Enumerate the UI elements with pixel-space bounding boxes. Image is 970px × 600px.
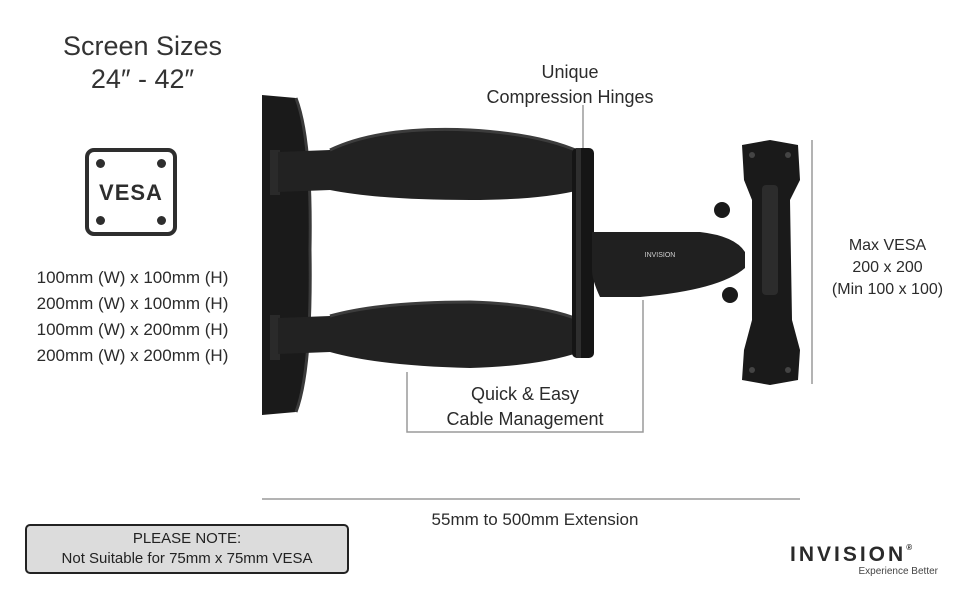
max-vesa-line2: 200 x 200 bbox=[852, 259, 923, 276]
callout-lines bbox=[262, 105, 813, 500]
vesa-hole-dot bbox=[157, 216, 166, 225]
vesa-hole-dot bbox=[96, 216, 105, 225]
note-heading: PLEASE NOTE: bbox=[132, 530, 242, 547]
tilt-knob bbox=[714, 202, 738, 303]
vesa-pattern-item: 200mm (W) x 100mm (H) bbox=[36, 294, 229, 313]
vesa-pattern-item: 200mm (W) x 200mm (H) bbox=[36, 346, 229, 365]
brand-name: INVISION bbox=[790, 543, 907, 566]
cable-callout-line2: Cable Management bbox=[446, 409, 604, 429]
cable-callout-line1: Quick & Easy bbox=[470, 384, 580, 404]
screen-sizes-title: Screen Sizes bbox=[62, 31, 223, 61]
hinge-callout-line1: Unique bbox=[541, 62, 599, 82]
vesa-pattern-list: 100mm (W) x 100mm (H) 200mm (W) x 100mm … bbox=[10, 265, 255, 369]
brand-name-row: INVISION® bbox=[790, 543, 950, 567]
max-vesa-line1: Max VESA bbox=[848, 237, 927, 254]
wall-plate bbox=[262, 95, 312, 415]
compression-hinge bbox=[572, 148, 594, 358]
screen-sizes-heading: Screen Sizes 24″ - 42″ bbox=[30, 30, 255, 96]
note-box: PLEASE NOTE: Not Suitable for 75mm x 75m… bbox=[25, 524, 349, 574]
tv-plate bbox=[742, 140, 800, 385]
lower-arm bbox=[278, 300, 581, 368]
wall-mount-illustration: INVISION bbox=[262, 95, 813, 500]
vesa-hole-dot bbox=[157, 159, 166, 168]
arm-brand-label: INVISION bbox=[645, 252, 676, 259]
brand-tagline: Experience Better bbox=[858, 566, 939, 577]
middle-arm: INVISION bbox=[592, 232, 745, 297]
vesa-label: VESA bbox=[99, 180, 163, 205]
upper-arm bbox=[278, 127, 581, 200]
screen-sizes-range: 24″ - 42″ bbox=[90, 64, 195, 94]
max-vesa-callout: Max VESA 200 x 200 (Min 100 x 100) bbox=[815, 235, 960, 301]
cable-callout-line bbox=[406, 300, 644, 433]
extension-label: 55mm to 500mm Extension bbox=[431, 510, 639, 529]
hinge-callout-line2: Compression Hinges bbox=[486, 87, 654, 107]
vesa-pattern-item: 100mm (W) x 100mm (H) bbox=[36, 268, 229, 287]
vesa-plate-icon: VESA bbox=[85, 148, 177, 236]
vesa-pattern-item: 100mm (W) x 200mm (H) bbox=[36, 320, 229, 339]
brand-logo: INVISION® Experience Better bbox=[790, 543, 950, 577]
cable-callout: Quick & Easy Cable Management bbox=[410, 382, 640, 432]
max-vesa-line3: (Min 100 x 100) bbox=[831, 281, 944, 298]
note-text: Not Suitable for 75mm x 75mm VESA bbox=[61, 550, 313, 567]
brand-registered-mark: ® bbox=[906, 543, 913, 552]
vesa-hole-dot bbox=[96, 159, 105, 168]
hinge-callout: Unique Compression Hinges bbox=[470, 60, 670, 110]
